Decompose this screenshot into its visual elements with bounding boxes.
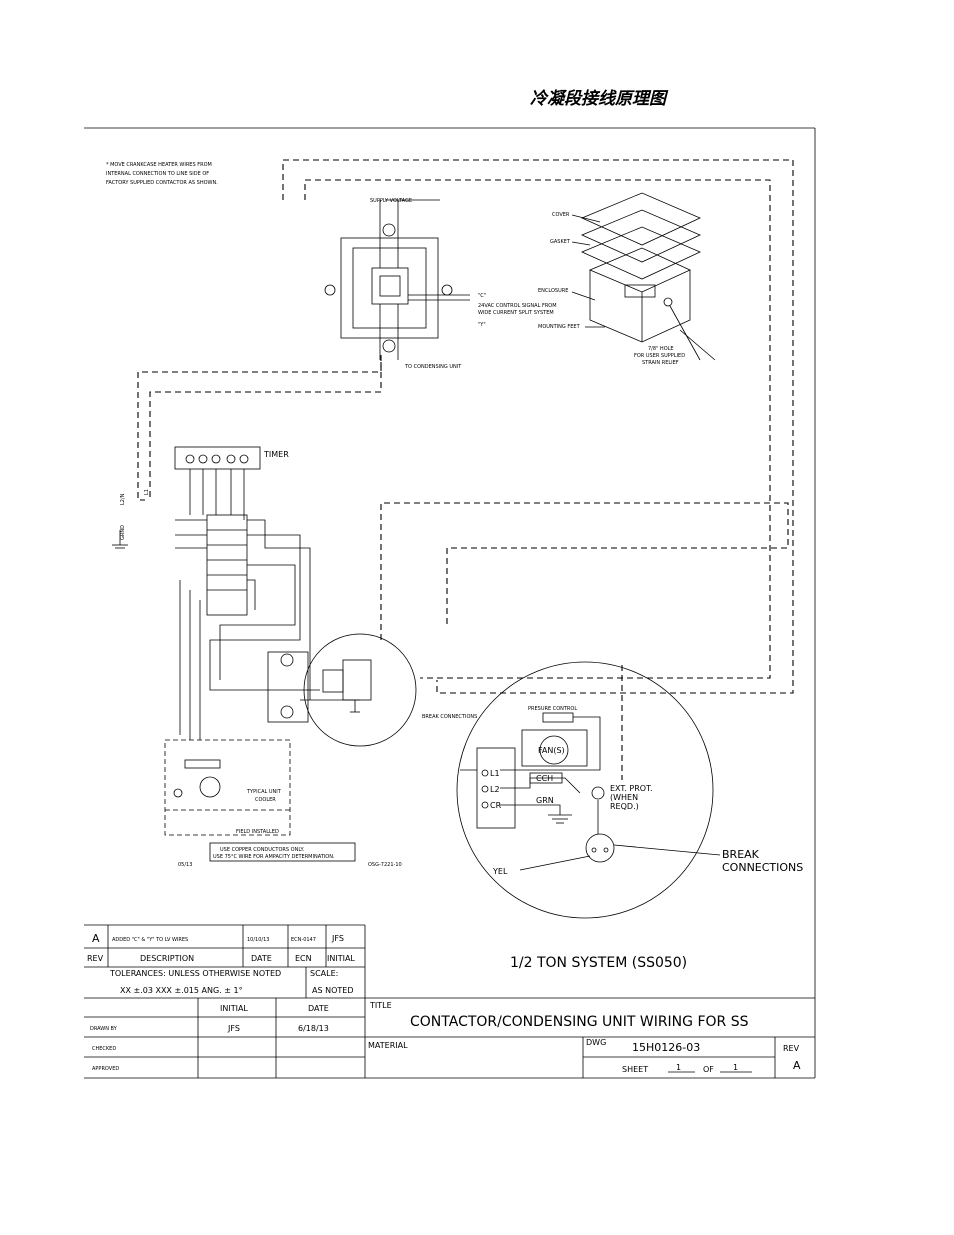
enclosure-label: ENCLOSURE — [538, 288, 568, 294]
gasket-label: GASKET — [550, 239, 571, 245]
unit-cooler — [164, 739, 356, 862]
l1-detail-label: L1 — [490, 769, 500, 778]
ext-prot-label-3: REQD.) — [610, 802, 639, 811]
exploded-enclosure — [571, 192, 716, 361]
checked-label: CHECKED — [92, 1046, 116, 1052]
grn-label: GRN — [536, 796, 554, 805]
system-label: 1/2 TON SYSTEM (SS050) — [510, 955, 687, 971]
hole-label-2: FOR USER SUPPLIED — [634, 353, 685, 359]
break-connections-small-label: BREAK CONNECTIONS — [422, 714, 477, 720]
l2n-label: L2/N — [120, 493, 126, 505]
of-label: OF — [703, 1065, 714, 1074]
hole-label-3: STRAIN RELIEF — [642, 360, 679, 366]
tolerance-values: XX ±.03 XXX ±.015 ANG. ± 1° — [120, 986, 243, 995]
dwg-number: 15H0126-03 — [632, 1041, 700, 1054]
cr-label: CR — [490, 801, 502, 810]
drawing-ref-label: OSG-7221-10 — [368, 862, 402, 868]
cch-label: CCH — [536, 774, 553, 783]
drawn-by-label: DRAWN BY — [90, 1026, 118, 1032]
date-header: DATE — [251, 954, 272, 963]
timer-label: TIMER — [263, 450, 289, 459]
control-signal-label-2: WIDE CURRENT SPLIT SYSTEM — [478, 310, 554, 316]
drawn-date-value: 6/18/13 — [298, 1024, 329, 1033]
sheet-total: 1 — [733, 1063, 738, 1072]
title-value: CONTACTOR/CONDENSING UNIT WIRING FOR SS — [410, 1014, 749, 1030]
scale-label: SCALE: — [310, 969, 338, 978]
field-installed-label: FIELD INSTALLED — [236, 829, 279, 835]
scale-value: AS NOTED — [312, 986, 353, 995]
page-title: 冷凝段接线原理图 — [530, 89, 666, 109]
contactor-enclosure — [324, 199, 470, 360]
junction-detail — [267, 633, 417, 747]
unit-cooler-label-1: TYPICAL UNIT — [246, 789, 282, 795]
fan-label: FAN(S) — [538, 746, 565, 755]
magnified-detail — [456, 661, 721, 919]
timer-block — [174, 446, 261, 520]
hole-label-1: 7/8" HOLE — [648, 346, 674, 352]
tolerances-label: TOLERANCES: UNLESS OTHERWISE NOTED — [109, 969, 281, 978]
description-header: DESCRIPTION — [140, 954, 194, 963]
note-line-3: FACTORY SUPPLIED CONTACTOR AS SHOWN. — [106, 180, 218, 186]
sheet-number: 1 — [676, 1063, 681, 1072]
approved-label: APPROVED — [92, 1066, 119, 1072]
date-label: DATE — [308, 1004, 329, 1013]
title-block-grid — [84, 924, 815, 1079]
material-label: MATERIAL — [368, 1041, 408, 1050]
rev-value: A — [793, 1059, 801, 1072]
dwg-label: DWG — [586, 1038, 606, 1047]
rev-ecn: ECN-0147 — [291, 937, 316, 943]
ground-label: GRND — [120, 525, 126, 540]
note-line-1: * MOVE CRANKCASE HEATER WIRES FROM — [106, 162, 212, 168]
copper-note-2: USE 75°C WIRE FOR AMPACITY DETERMINATION… — [213, 854, 335, 860]
terminal-board — [112, 514, 320, 740]
unit-cooler-label-2: COOLER — [255, 797, 276, 803]
dashed-conduit-routes — [137, 159, 794, 780]
yel-label: YEL — [492, 867, 508, 876]
supply-voltage-label: SUPPLY VOLTAGE — [370, 198, 412, 204]
rev-initial: JFS — [331, 934, 344, 943]
pressure-control-label: PRESURE CONTROL — [528, 706, 577, 712]
initial-header: INITIAL — [327, 954, 355, 963]
cover-label: COVER — [552, 212, 570, 218]
date-small-label: 05/13 — [178, 862, 192, 868]
rev-date: 10/10/13 — [247, 937, 269, 943]
note-line-2: INTERNAL CONNECTION TO LINE SIDE OF — [106, 171, 209, 177]
l1-label: L1 — [144, 489, 150, 495]
drawn-by-value: JFS — [227, 1024, 240, 1033]
sheet-label: SHEET — [622, 1065, 648, 1074]
rev-header: REV — [87, 954, 104, 963]
rev-label: REV — [783, 1044, 800, 1053]
rev-letter: A — [92, 932, 100, 945]
l2-detail-label: L2 — [490, 785, 500, 794]
c-terminal-label: "C" — [478, 293, 486, 299]
to-condensing-unit-label: TO CONDENSING UNIT — [404, 364, 462, 370]
initial-label: INITIAL — [220, 1004, 248, 1013]
break-label-2: CONNECTIONS — [722, 861, 803, 874]
copper-note-1: USE COPPER CONDUCTORS ONLY. — [220, 847, 304, 853]
ecn-header: ECN — [295, 954, 312, 963]
control-signal-label: 24VAC CONTROL SIGNAL FROM — [478, 303, 557, 309]
y-terminal-label: "Y" — [478, 322, 486, 328]
break-label-1: BREAK — [722, 848, 760, 861]
rev-description: ADDED "C" & "Y" TO LV WIRES — [112, 937, 188, 943]
mounting-feet-label: MOUNTING FEET — [538, 324, 581, 330]
ext-prot-label-1: EXT. PROT. — [610, 784, 653, 793]
title-label: TITLE — [369, 1001, 392, 1010]
ext-prot-label-2: (WHEN — [610, 793, 638, 802]
